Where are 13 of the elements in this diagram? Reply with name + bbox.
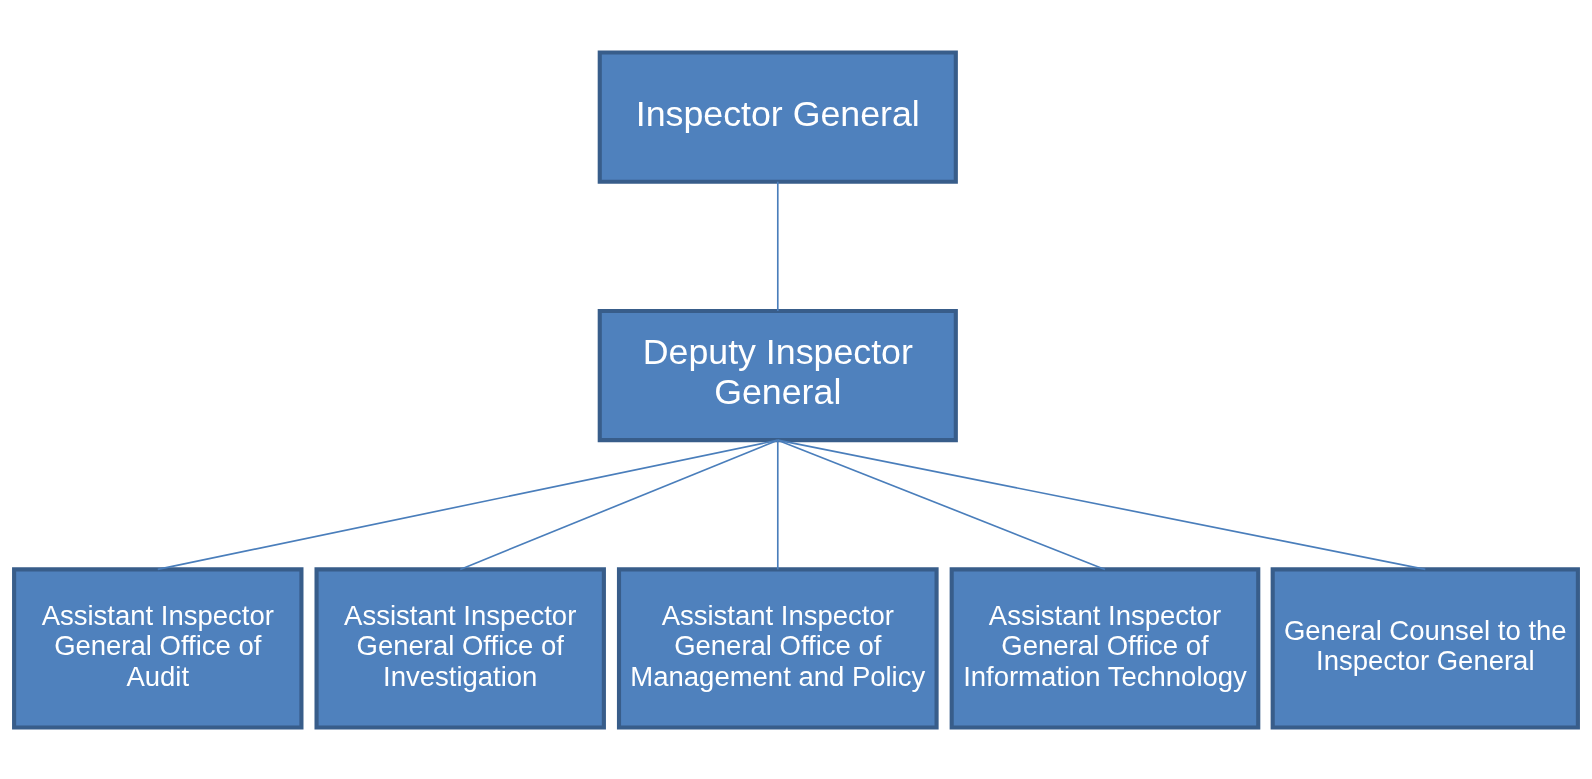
node-box: General Counsel to the Inspector General: [1270, 566, 1580, 730]
node-box: Assistant Inspector General Office of Information Technology: [949, 566, 1261, 730]
node-box: Assistant Inspector General Office of Audit: [12, 566, 304, 730]
connector: [156, 438, 779, 570]
node-box: Deputy Inspector General: [597, 308, 958, 442]
node-box: Inspector General: [597, 49, 958, 184]
connector: [776, 180, 779, 312]
connector: [776, 438, 779, 570]
connector: [776, 438, 1427, 570]
connector: [776, 438, 1106, 570]
connector: [459, 438, 779, 570]
node-box: Assistant Inspector General Office of Management and Policy: [616, 566, 939, 730]
node-box: Assistant Inspector General Office of Investigation: [314, 566, 606, 730]
